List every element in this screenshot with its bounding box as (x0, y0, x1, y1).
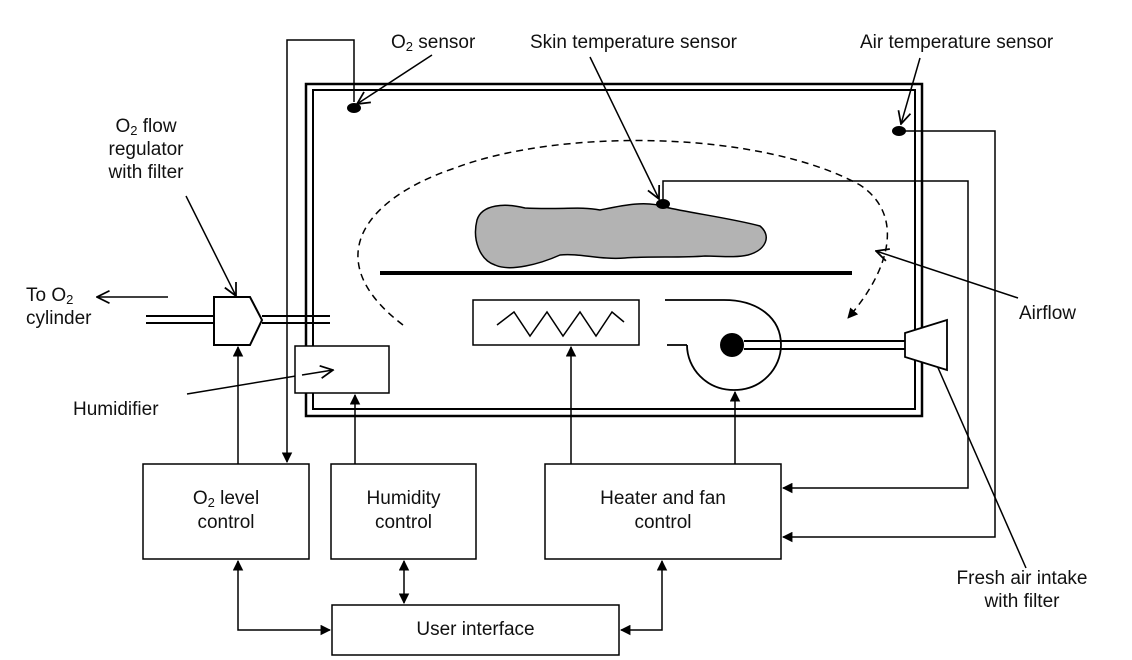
heater-control-ui-link (619, 559, 668, 636)
airflow-pointer (876, 251, 1019, 299)
heater-coil (496, 310, 625, 338)
humidifier-label: Humidifier (73, 399, 159, 420)
air-sensor-feedback-line (781, 130, 996, 543)
incubator-chamber-outer (304, 82, 924, 418)
fresh-air-pointer (928, 345, 1027, 569)
air-temperature-sensor-label: Air temperature sensor (860, 32, 1054, 53)
infant-silhouette (474, 203, 767, 269)
skin-temperature-sensor-label: Skin temperature sensor (530, 32, 737, 53)
fan-housing (665, 299, 782, 391)
skin-sensor-pointer (589, 56, 659, 199)
airflow-dashed-loop (357, 139, 889, 326)
heater-fan-control-label: Heater and fan control (600, 488, 726, 533)
airflow-label: Airflow (1019, 303, 1077, 324)
o2-sensor-label: O2 sensor (391, 32, 476, 54)
humidity-control-box (330, 463, 477, 560)
incubator-chamber-inner (312, 89, 916, 410)
user-interface-box (331, 604, 620, 656)
o2-sensor-pointer (357, 54, 433, 104)
skin-temperature-sensor (656, 199, 670, 209)
user-interface-label: User interface (416, 619, 535, 640)
o2-level-control-box (142, 463, 310, 560)
heater-fan-control-box (544, 463, 782, 560)
o2-control-ui-link (232, 559, 332, 636)
o2-flow-regulator (213, 296, 264, 346)
o2-level-control-label: O2 level control (192, 488, 260, 533)
fresh-air-intake (904, 318, 948, 372)
to-o2-cylinder-label: To O2 cylinder (26, 285, 92, 329)
humidifier-box (294, 345, 390, 394)
fan-hub (720, 333, 744, 357)
o2-sensor (347, 103, 361, 113)
heater-element (472, 299, 640, 346)
air-sensor-pointer (901, 57, 921, 124)
humidity-control-label: Humidity control (366, 488, 441, 533)
fresh-air-intake-label: Fresh air intake with filter (956, 568, 1088, 612)
humidifier-inner-arrow (301, 370, 333, 375)
o2-sensor-feedback-line (281, 39, 355, 464)
skin-sensor-feedback-line (662, 180, 969, 494)
o2-flow-pointer (185, 195, 236, 296)
o2-flow-regulator-label: O2 flow regulator with filter (108, 116, 184, 183)
